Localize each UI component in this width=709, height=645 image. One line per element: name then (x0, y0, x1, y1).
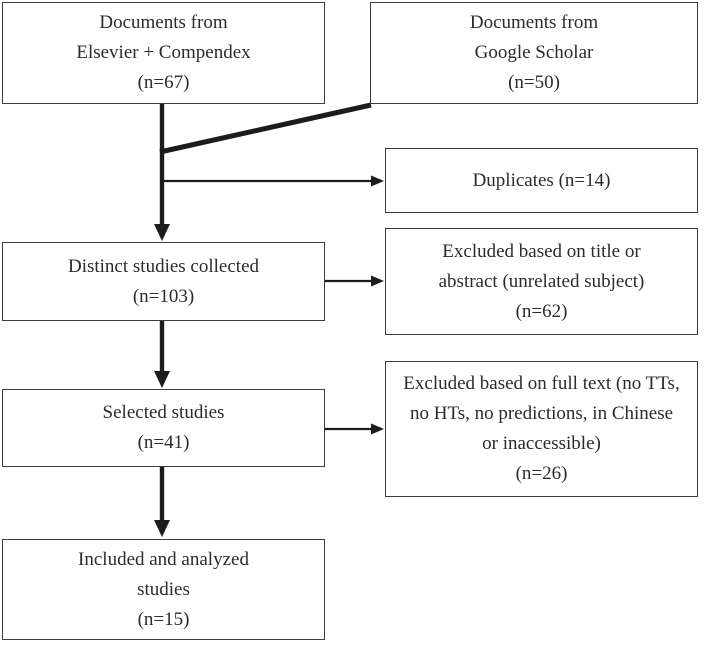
arrowhead-to-excluded-title (371, 275, 384, 287)
box-count: (n=15) (137, 608, 190, 630)
box-text-line: Documents from (469, 12, 599, 33)
box-text-line: no HTs, no predictions, in Chinese (409, 403, 674, 424)
box-count: (n=50) (508, 72, 560, 93)
box-included-analyzed-studies: Included and analyzed studies (n=15) (2, 539, 325, 640)
arrowhead-to-duplicates (371, 175, 384, 187)
box-count: (n=26) (515, 463, 568, 484)
box-text-line: Excluded based on title or (442, 240, 641, 262)
box-count: (n=103) (132, 285, 195, 307)
box-documents-google-scholar: Documents from Google Scholar (n=50) (370, 2, 698, 104)
box-text-line: Google Scholar (474, 42, 594, 63)
box-text-line: Included and analyzed (78, 548, 249, 570)
arrowhead-selected-to-included (154, 520, 170, 537)
arrowhead-to-excluded-fulltext (371, 423, 384, 435)
box-text-line: Excluded based on full text (no TTs, (403, 373, 680, 394)
box-text-line: Duplicates (n=14) (472, 169, 611, 191)
box-count: (n=62) (515, 300, 568, 322)
box-text-line: or inaccessible) (482, 433, 601, 454)
box-count: (n=41) (137, 432, 190, 453)
box-documents-elsevier-compendex: Documents from Elsevier + Compendex (n=6… (2, 2, 325, 104)
box-count: (n=67) (137, 72, 190, 93)
box-text-line: Distinct studies collected (67, 255, 259, 277)
box-text-line: abstract (unrelated subject) (438, 270, 645, 292)
box-text-line: Selected studies (102, 402, 225, 423)
box-duplicates: Duplicates (n=14) (385, 148, 698, 213)
box-selected-studies: Selected studies (n=41) (2, 389, 325, 467)
box-excluded-title-abstract: Excluded based on title or abstract (unr… (385, 228, 698, 335)
box-text-line: studies (137, 578, 190, 600)
merge-line-google-scholar (159, 102, 372, 155)
arrowhead-sources-to-distinct (154, 224, 170, 241)
box-text-line: Documents from (99, 12, 228, 33)
box-excluded-full-text: Excluded based on full text (no TTs, no … (385, 361, 698, 497)
box-distinct-studies-collected: Distinct studies collected (n=103) (2, 242, 325, 321)
arrowhead-distinct-to-selected (154, 371, 170, 388)
box-text-line: Elsevier + Compendex (76, 42, 251, 63)
